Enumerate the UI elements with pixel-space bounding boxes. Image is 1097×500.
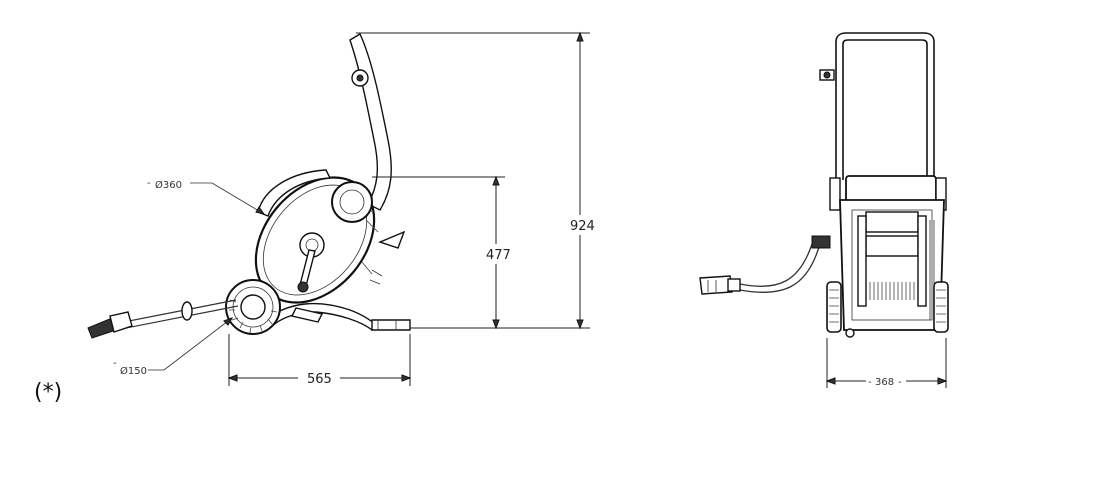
dimension-length-565: 565 <box>227 334 412 387</box>
leader-wheel-diameter: - Ø150 <box>113 317 234 377</box>
dimension-reel-height-477: 477 <box>372 175 511 330</box>
width-dim-label: 368 <box>875 377 894 388</box>
swivel-housing <box>331 181 373 223</box>
svg-text:-: - <box>147 178 151 189</box>
hose-outlet <box>87 299 239 339</box>
svg-text:-: - <box>113 358 117 369</box>
frame-base <box>260 302 411 331</box>
reel-height-dim-label: 477 <box>486 248 511 263</box>
front-reel-housing <box>829 175 947 331</box>
side-view: 924 477 565 - Ø360 <box>87 31 595 387</box>
length-dim-label: 565 <box>307 372 332 387</box>
reel-diameter-label: Ø360 <box>155 179 182 191</box>
svg-text:-: - <box>898 377 902 388</box>
front-wheels <box>826 281 949 338</box>
front-hose <box>699 235 831 295</box>
front-handle-frame <box>819 32 935 180</box>
wheel-diameter-label: Ø150 <box>120 365 147 377</box>
hose-guide <box>369 230 406 285</box>
leader-reel-diameter: - Ø360 <box>147 178 266 215</box>
dimension-width-368: - 368 - <box>825 338 948 388</box>
height-dim-label: 924 <box>570 219 595 234</box>
dimension-height-924: 924 <box>356 31 595 330</box>
svg-text:-: - <box>868 377 872 388</box>
handle <box>349 32 392 211</box>
front-view: - 368 - <box>699 32 949 388</box>
footnote-marker: (*) <box>34 380 63 405</box>
